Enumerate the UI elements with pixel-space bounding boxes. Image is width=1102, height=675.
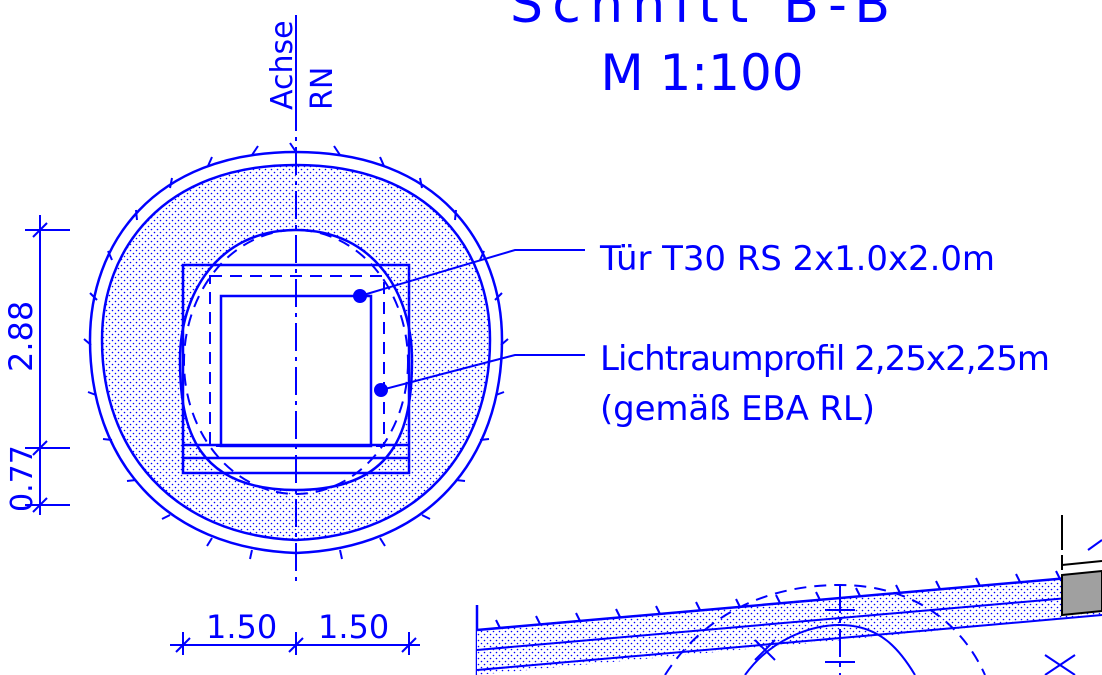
longitudinal-section-partial bbox=[475, 515, 1102, 675]
drawing-title: Schnitt B-B bbox=[510, 0, 890, 35]
door-callout: Tür T30 RS 2x1.0x2.0m bbox=[599, 239, 995, 279]
dim-horizontal-left: 1.50 bbox=[206, 608, 277, 646]
axis-label: Achse RN bbox=[265, 20, 340, 112]
clearance-leader bbox=[374, 354, 585, 397]
svg-text:RN: RN bbox=[305, 67, 340, 110]
vertical-dimension: 2.88 0.77 bbox=[2, 215, 70, 515]
clearance-callout-note: (gemäß EBA RL) bbox=[600, 389, 875, 429]
clearance-callout: Lichtraumprofil 2,25x2,25m bbox=[600, 339, 1050, 379]
clearance-ellipse bbox=[183, 229, 409, 495]
dim-horizontal-right: 1.50 bbox=[318, 608, 389, 646]
tunnel-section bbox=[83, 15, 509, 585]
drawing-scale: M 1:100 bbox=[600, 44, 803, 102]
dim-vertical-upper: 2.88 bbox=[2, 301, 40, 372]
horizontal-dimension: 1.50 1.50 bbox=[170, 608, 420, 655]
ground-teeth bbox=[83, 142, 509, 560]
door-leader bbox=[353, 249, 585, 303]
svg-text:Achse: Achse bbox=[265, 20, 300, 110]
dim-vertical-lower: 0.77 bbox=[5, 445, 40, 512]
